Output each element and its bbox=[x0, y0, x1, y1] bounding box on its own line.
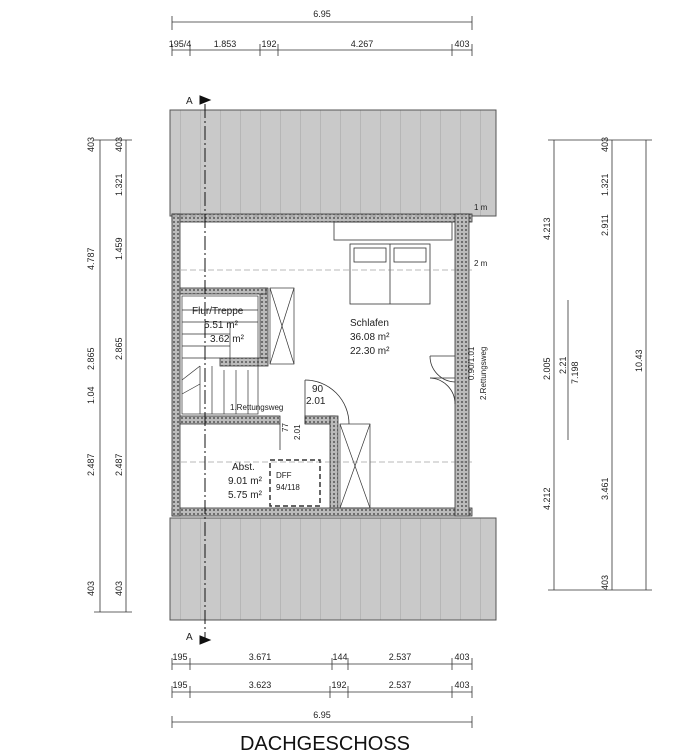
door2-height: 2.01 bbox=[293, 424, 302, 440]
left-inner-dim: 403 bbox=[114, 137, 124, 152]
bottom-chain1-dim: 3.671 bbox=[249, 652, 272, 662]
dff-label: DFF bbox=[276, 471, 292, 480]
height-lines bbox=[172, 215, 472, 463]
right-c-dim: 3.461 bbox=[600, 477, 610, 500]
rettungsweg-1: 1.Rettungsweg bbox=[230, 403, 283, 412]
height-label: 1 m bbox=[474, 203, 488, 212]
wardrobes bbox=[269, 287, 371, 509]
dff-size: 94/118 bbox=[276, 483, 300, 492]
right-overall-dim: 10.43 bbox=[634, 349, 644, 372]
left-outer-dim: 4.787 bbox=[86, 247, 96, 270]
roof-area-bottom bbox=[169, 517, 497, 621]
section-line bbox=[199, 95, 212, 645]
top-chain-dim: 192 bbox=[261, 39, 276, 49]
left-outer-dim: 403 bbox=[86, 137, 96, 152]
room-area-schlafen: 36.08 m² bbox=[350, 332, 390, 343]
left-inner-dim: 1.321 bbox=[114, 173, 124, 196]
drawing-title: DACHGESCHOSS bbox=[240, 733, 410, 755]
section-marker-top: A bbox=[186, 96, 193, 107]
top-chain-dim: 1.853 bbox=[214, 39, 237, 49]
left-inner-dim: 2.487 bbox=[114, 453, 124, 476]
right-b-dim: 2.21 bbox=[558, 356, 568, 374]
staircase bbox=[181, 295, 259, 415]
left-outer-dim: 2.487 bbox=[86, 453, 96, 476]
top-chain-dim: 403 bbox=[454, 39, 469, 49]
bottom-chain1-dim: 2.537 bbox=[389, 652, 412, 662]
top-chain-dim: 195/4 bbox=[169, 39, 192, 49]
bottom-chain2-dim: 2.537 bbox=[389, 680, 412, 690]
bottom-chain2-dim: 403 bbox=[454, 680, 469, 690]
right-a-dim: 2.005 bbox=[542, 357, 552, 380]
left-inner-dim: 2.865 bbox=[114, 337, 124, 360]
room-area-abst: 9.01 m² bbox=[228, 476, 263, 487]
bottom-chain2-dim: 3.623 bbox=[249, 680, 272, 690]
room-area2-schlafen: 22.30 m² bbox=[350, 346, 390, 357]
roof-area-top bbox=[169, 109, 497, 217]
right-a-dim: 4.212 bbox=[542, 487, 552, 510]
left-outer-dim: 2.865 bbox=[86, 347, 96, 370]
left-outer-dim: 1.04 bbox=[86, 386, 96, 404]
right-c-dim: 403 bbox=[600, 137, 610, 152]
walls bbox=[171, 213, 473, 517]
bottom-chain1-dim: 195 bbox=[172, 652, 187, 662]
bottom-dimension-chains bbox=[171, 658, 473, 728]
top-dimension-chains bbox=[171, 16, 473, 56]
room-name-schlafen: Schlafen bbox=[350, 318, 389, 329]
room-area2-flur: 3.62 m² bbox=[210, 334, 245, 345]
bottom-chain2-dim: 195 bbox=[172, 680, 187, 690]
left-inner-dim: 1.459 bbox=[114, 237, 124, 260]
section-marker-bottom: A bbox=[186, 632, 193, 643]
right-a-dim: 4.213 bbox=[542, 217, 552, 240]
left-inner-dim: 403 bbox=[114, 581, 124, 596]
room-area2-abst: 5.75 m² bbox=[228, 490, 263, 501]
right-c-dim: 2.911 bbox=[600, 214, 610, 236]
rettungsweg-2: 2.Rettungsweg bbox=[479, 347, 488, 400]
room-name-flur: Flur/Treppe bbox=[192, 306, 244, 317]
height-label: 2 m bbox=[474, 259, 488, 268]
right-c-dim: 403 bbox=[600, 575, 610, 590]
right-c-dim: 1.321 bbox=[600, 173, 610, 196]
roof-window-dff bbox=[269, 459, 321, 507]
right-dimension-chains bbox=[548, 139, 652, 591]
window-size: 0.90/1.01 bbox=[467, 346, 476, 380]
bottom-chain1-dim: 144 bbox=[332, 652, 347, 662]
left-outer-dim: 403 bbox=[86, 581, 96, 596]
room-name-abst: Abst. bbox=[232, 462, 255, 473]
right-b-dim: 7.198 bbox=[570, 361, 580, 384]
room-area-flur: 5.51 m² bbox=[204, 320, 239, 331]
door-width: 90 bbox=[312, 384, 324, 395]
top-chain-dim: 4.267 bbox=[351, 39, 374, 49]
doors bbox=[279, 355, 456, 450]
bottom-overall-dim: 6.95 bbox=[313, 710, 331, 720]
door2-width: 77 bbox=[281, 423, 290, 432]
bottom-chain1-dim: 403 bbox=[454, 652, 469, 662]
bottom-chain2-dim: 192 bbox=[331, 680, 346, 690]
top-overall-dim: 6.95 bbox=[313, 9, 331, 19]
bed bbox=[333, 221, 453, 305]
left-dimension-chains bbox=[94, 139, 132, 613]
door-height: 2.01 bbox=[306, 396, 326, 407]
